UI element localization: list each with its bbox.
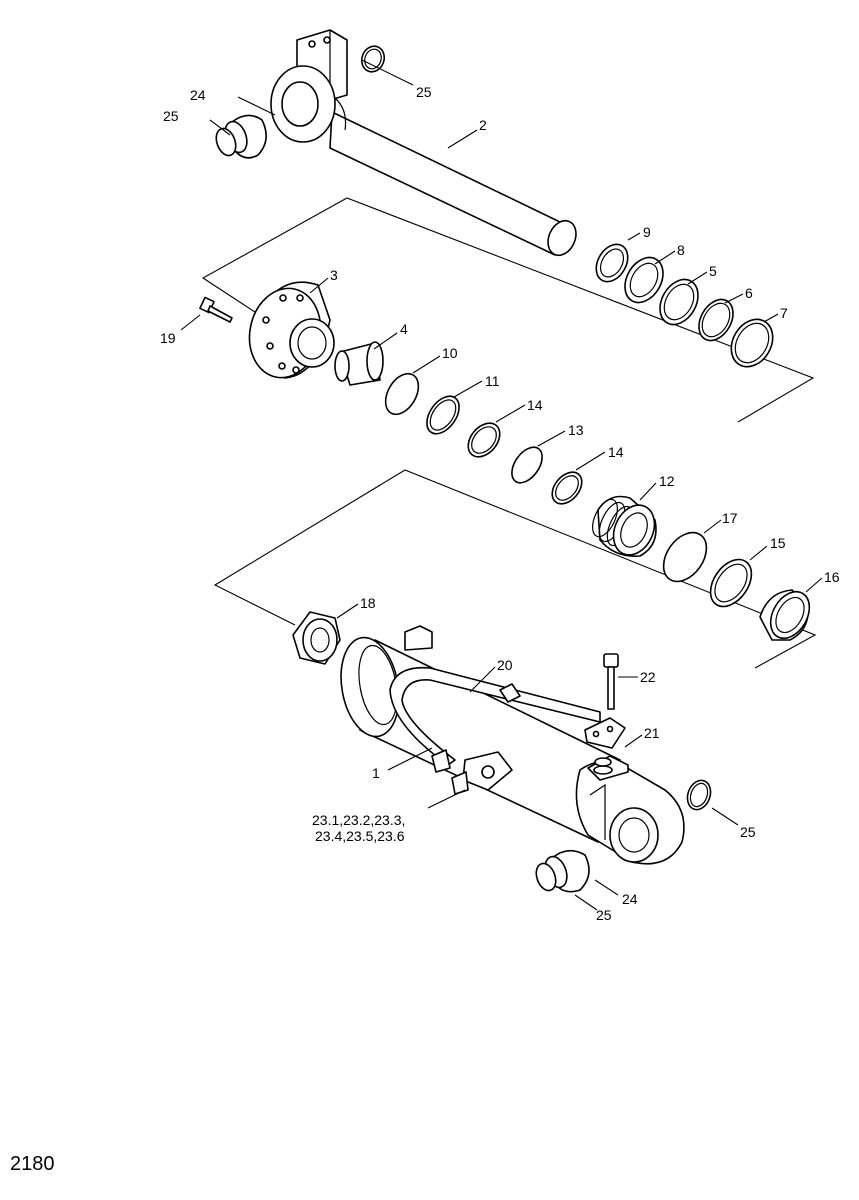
label-4: 4 (400, 321, 408, 337)
label-25-top-left: 25 (163, 108, 179, 124)
label-5: 5 (709, 263, 717, 279)
label-16: 16 (824, 569, 840, 585)
bushing-bottom (544, 849, 590, 893)
piston-12 (592, 495, 657, 557)
bushing-4 (334, 341, 384, 386)
label-20: 20 (497, 657, 513, 673)
label-2: 2 (479, 117, 487, 133)
label-17: 17 (722, 510, 738, 526)
label-18: 18 (360, 595, 376, 611)
seal-6 (698, 298, 734, 342)
seal-8 (624, 256, 664, 304)
label-24-top: 24 (190, 87, 206, 103)
label-8: 8 (677, 242, 685, 258)
label-25-top-right: 25 (416, 84, 432, 100)
label-6: 6 (745, 285, 753, 301)
bolt-19 (199, 296, 233, 323)
label-14-lower: 14 (608, 444, 624, 460)
seal-7 (730, 318, 774, 368)
label-15: 15 (770, 535, 786, 551)
wear-ring-17 (662, 531, 708, 583)
label-9: 9 (643, 224, 651, 240)
lower-assembly-frame (213, 469, 817, 669)
label-3: 3 (330, 267, 338, 283)
label-23-line2: 23.4,23.5,23.6 (315, 828, 405, 844)
piston-rod (270, 29, 577, 257)
label-11: 11 (485, 373, 500, 389)
label-10: 10 (442, 345, 458, 361)
bolt-22 (603, 653, 619, 710)
ring-16 (759, 589, 811, 641)
backup-ring-14-upper (467, 422, 501, 458)
label-12: 12 (659, 473, 675, 489)
washer-21 (594, 757, 612, 767)
label-1: 1 (372, 765, 380, 781)
o-ring-10 (384, 372, 420, 416)
label-22: 22 (640, 669, 656, 685)
label-24-bottom: 24 (622, 891, 638, 907)
label-23-line1: 23.1,23.2,23.3, (312, 812, 405, 828)
label-14-upper: 14 (527, 397, 543, 413)
part-labels: 25 24 25 2 9 8 5 6 7 3 19 4 10 11 14 13 … (160, 84, 840, 923)
label-25-bottom-left: 25 (596, 907, 612, 923)
nut-18 (292, 611, 341, 665)
backup-ring-14-lower (551, 471, 583, 505)
label-13: 13 (568, 422, 584, 438)
upper-assembly-frame (201, 197, 815, 423)
seal-9 (595, 243, 629, 283)
seal-ring-bottom-right (686, 779, 712, 811)
cylinder-tube (340, 625, 685, 865)
sheet-number: 2180 (10, 1153, 55, 1175)
label-25-bottom-right: 25 (740, 824, 756, 840)
seal-5 (659, 278, 699, 326)
seal-ring-bottom-left (535, 862, 557, 892)
seal-ring-15 (709, 558, 753, 608)
label-19: 19 (160, 330, 176, 346)
o-ring-13 (511, 446, 543, 484)
label-21: 21 (644, 725, 660, 741)
ring-11 (426, 395, 460, 435)
cylinder-head (248, 281, 335, 379)
label-7: 7 (780, 305, 788, 321)
leader-lines (180, 59, 823, 911)
seal-ring-top-right (360, 45, 386, 73)
